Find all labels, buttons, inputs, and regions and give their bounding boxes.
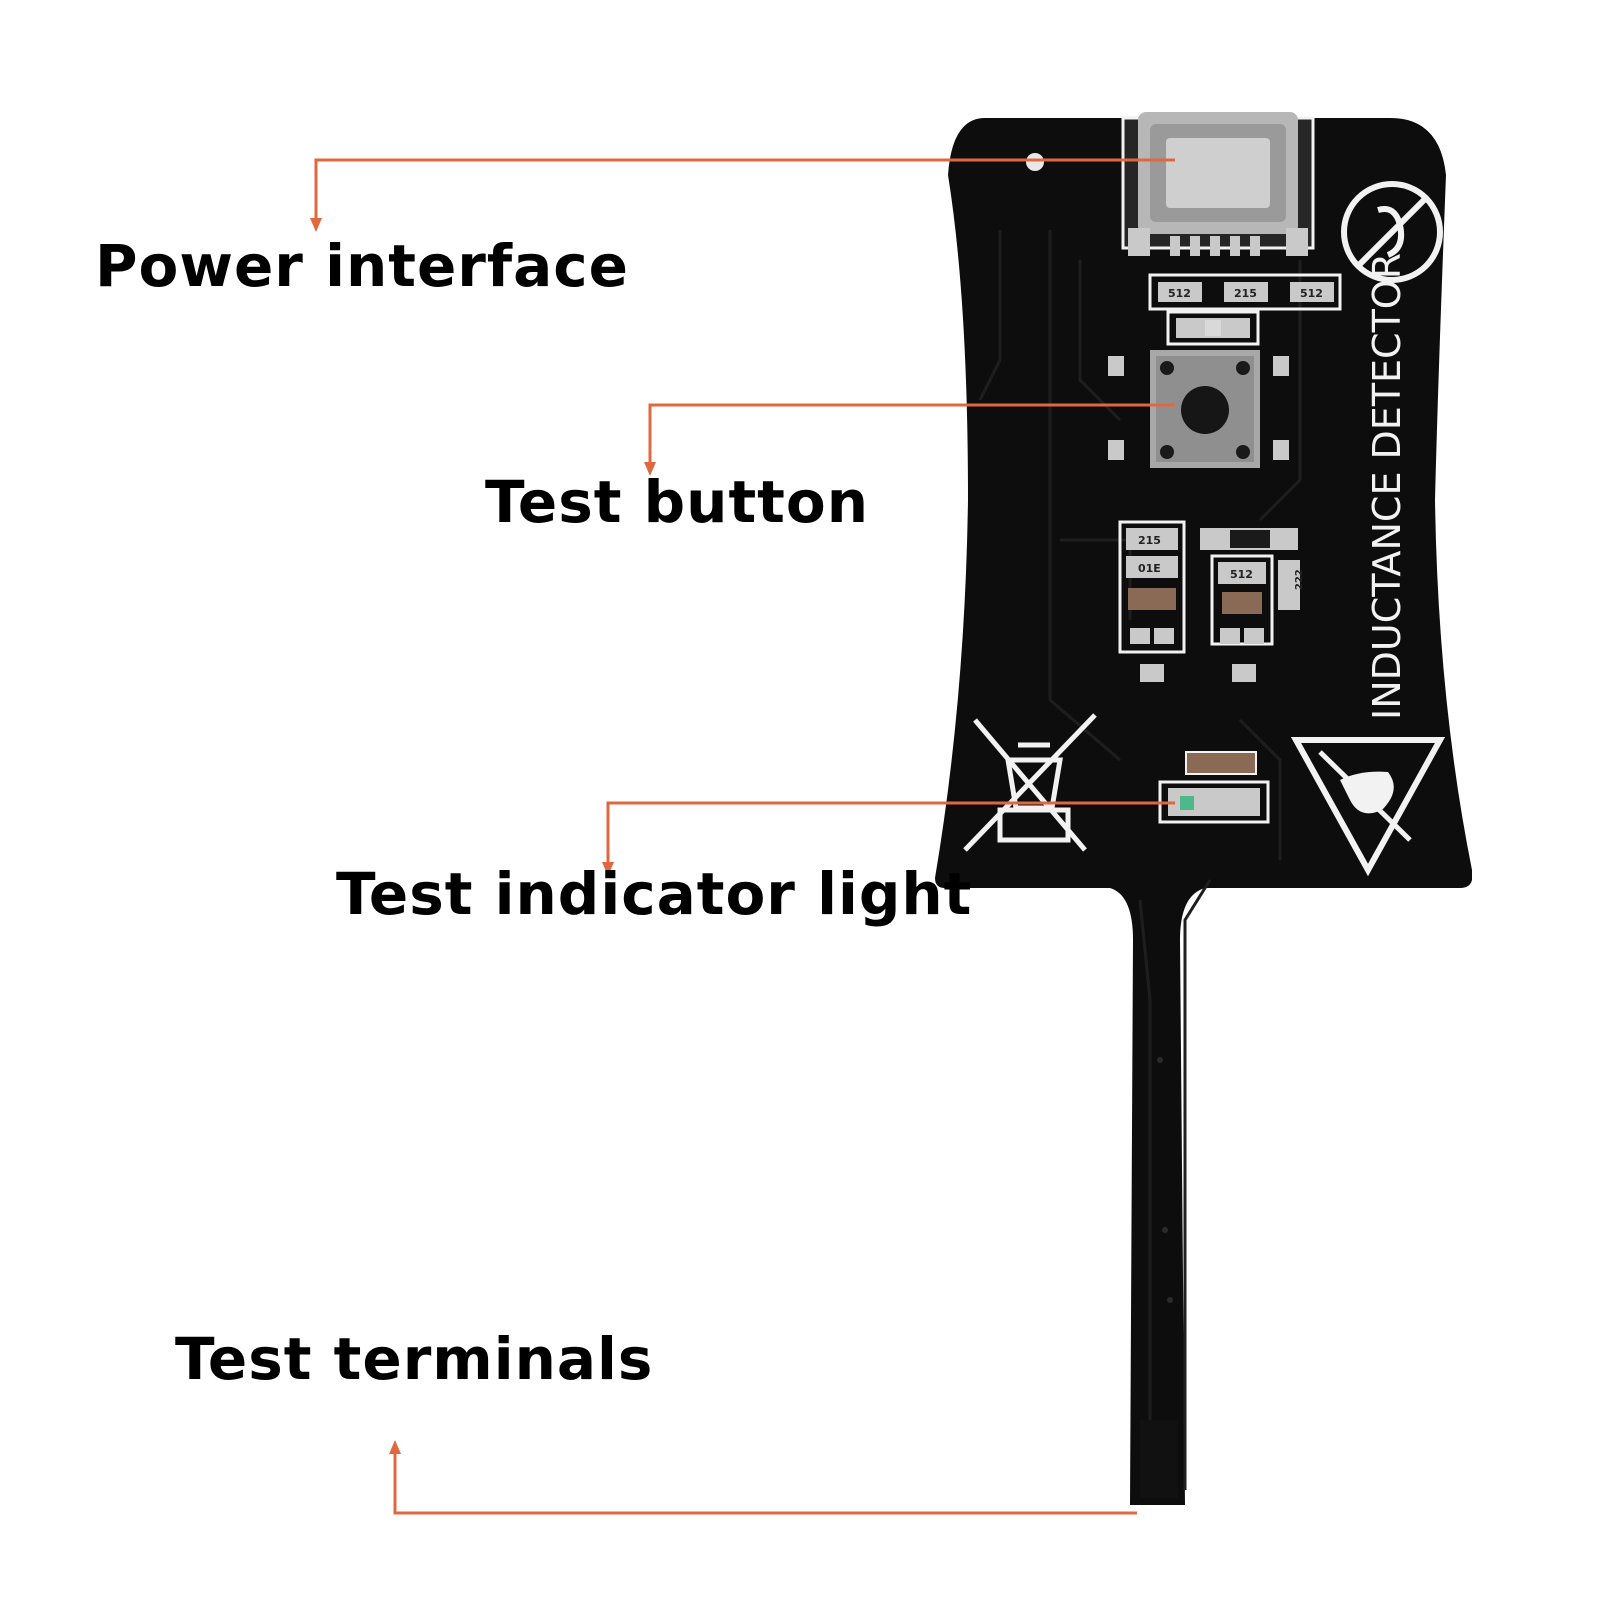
no-battery-bin-icon [963, 713, 1097, 852]
label-power-interface: Power interface [95, 232, 629, 300]
leader-line-power [314, 158, 1175, 222]
silkscreen-title: INDUCTANCE DETECTOR [1365, 253, 1409, 720]
test-terminal-probe [1140, 1057, 1178, 1498]
leader-line-light [606, 801, 1175, 866]
resistor-code: 512 [1168, 287, 1191, 300]
label-test-indicator-light: Test indicator light [336, 860, 973, 928]
mounting-hole [1026, 153, 1044, 171]
resistor-row-top: 512 215 512 [1148, 273, 1342, 311]
resistor-column-left: 215 01E [1118, 520, 1186, 682]
esd-warning-icon [1290, 737, 1446, 877]
resistor-code: 01E [1138, 562, 1161, 575]
leader-arrowheads [310, 218, 656, 1454]
arrow-down-icon [644, 462, 656, 476]
resistor-column-right: 512 222 [1200, 528, 1305, 682]
arrow-up-icon [389, 1440, 401, 1454]
label-test-button: Test button [485, 468, 870, 536]
resistor-code: 215 [1138, 534, 1161, 547]
usb-c-connector-icon [1121, 112, 1315, 256]
led-icon [1166, 310, 1260, 346]
resistor-code: 512 [1300, 287, 1323, 300]
leader-line-terminals [393, 1450, 1137, 1515]
label-test-terminals: Test terminals [175, 1325, 654, 1393]
leader-line-button [648, 403, 1175, 466]
resistor-code: 512 [1230, 568, 1253, 581]
resistor-code: 215 [1234, 287, 1257, 300]
logo-icon [1341, 181, 1443, 283]
resistor-code: 222 [1294, 569, 1305, 590]
tactile-switch-icon [1108, 350, 1289, 468]
arrow-down-icon [602, 862, 614, 876]
leader-lines [314, 158, 1175, 1515]
arrow-down-icon [310, 218, 322, 232]
